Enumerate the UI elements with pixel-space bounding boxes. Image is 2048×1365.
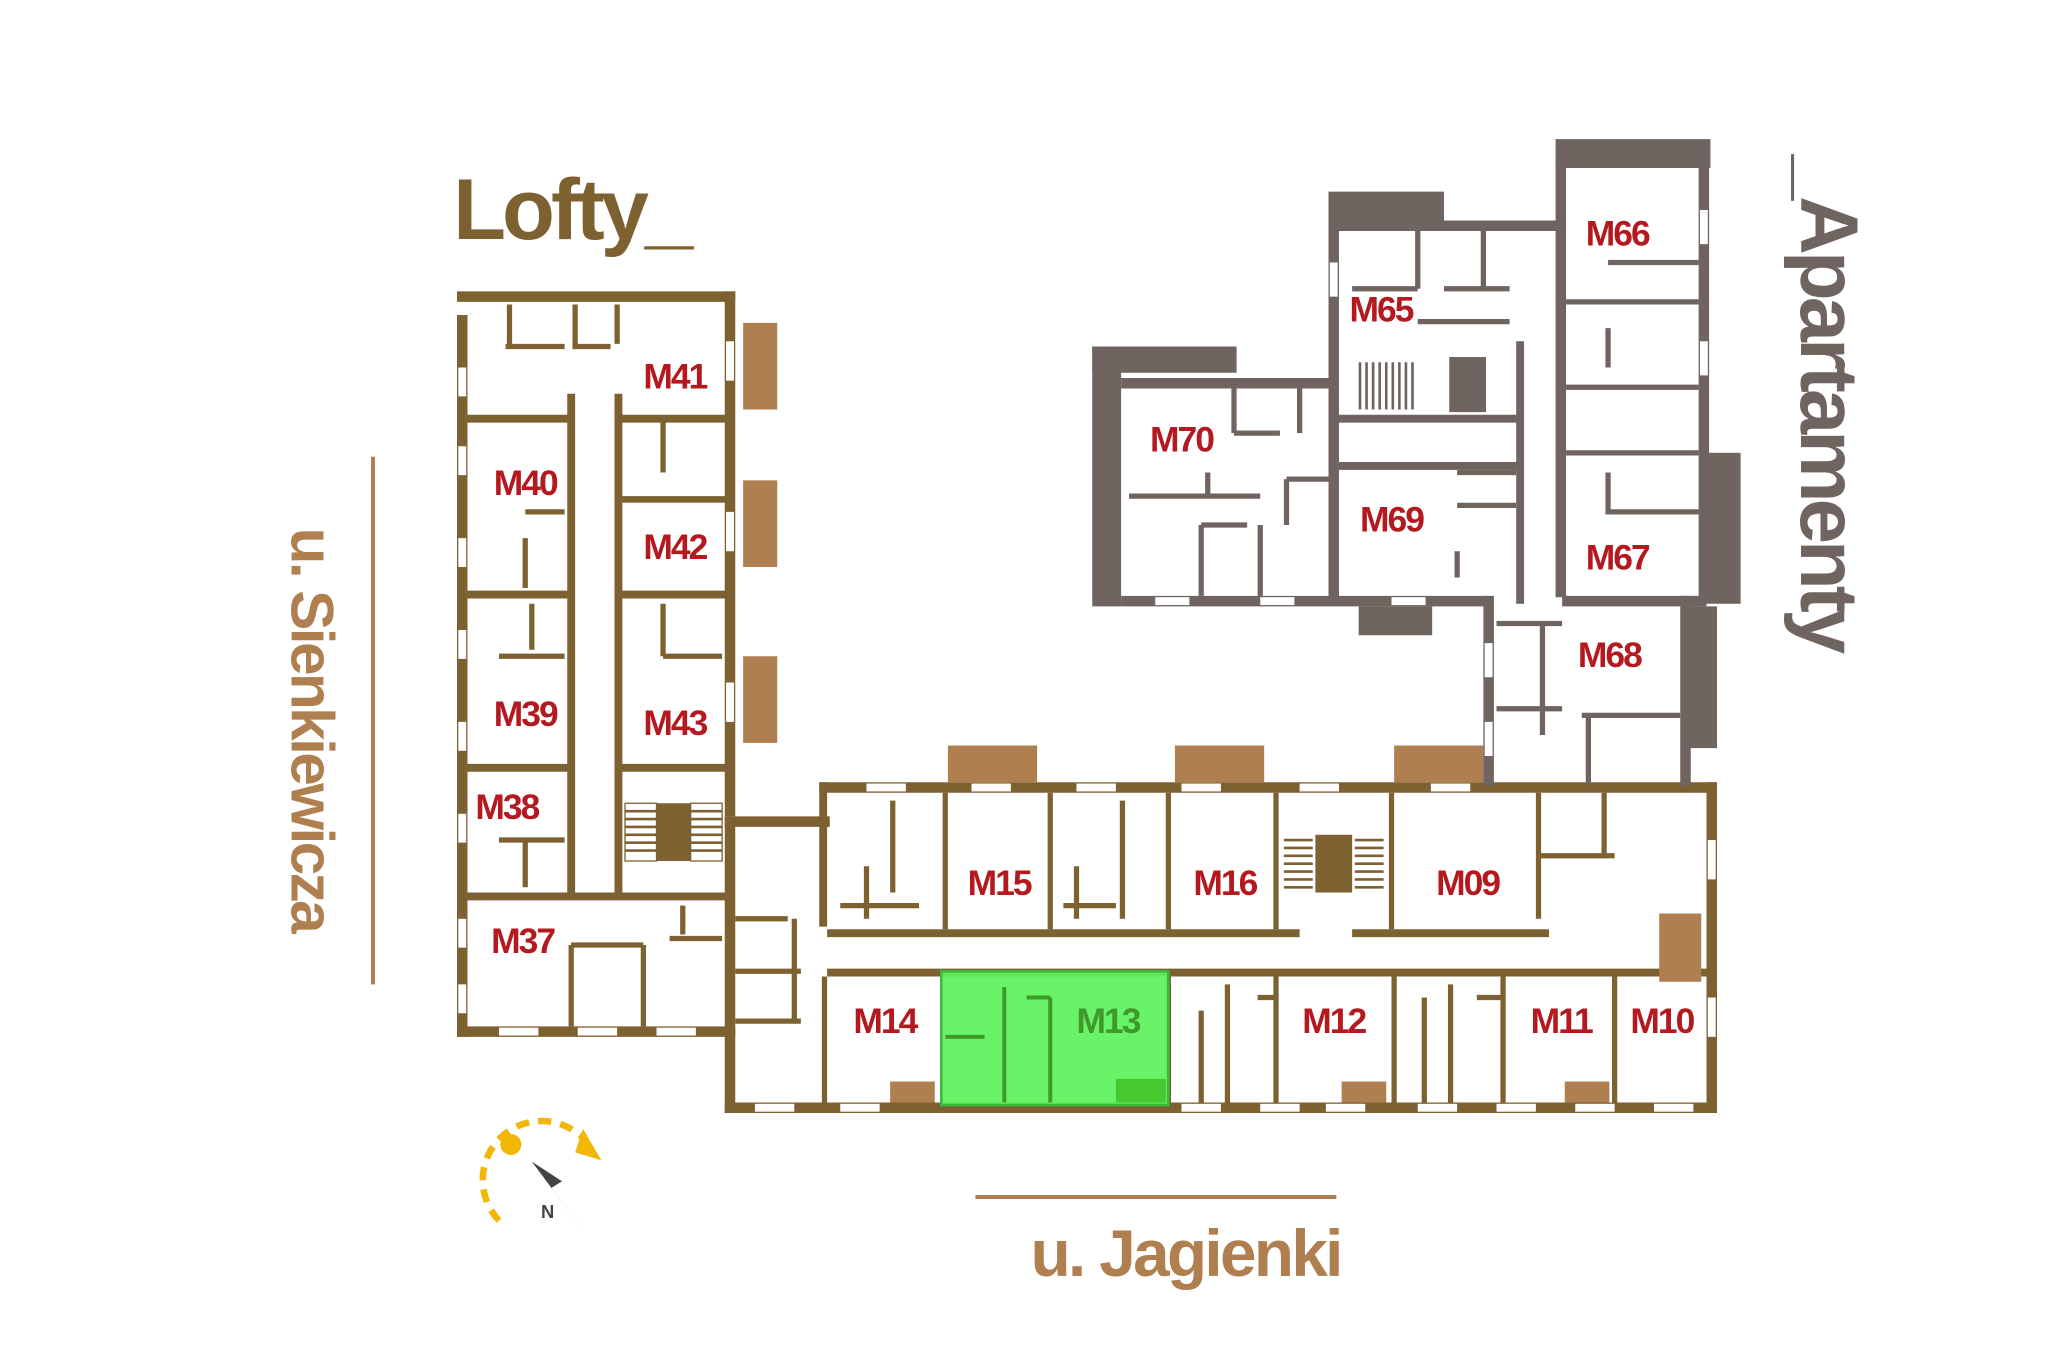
lofts-title: Lofty_: [453, 162, 694, 258]
room-label-m40[interactable]: M40: [494, 463, 560, 503]
balcony: [890, 1081, 935, 1103]
room-label-m70[interactable]: M70: [1150, 420, 1216, 460]
room-label-m15[interactable]: M15: [968, 863, 1034, 903]
room-label-m66[interactable]: M66: [1586, 213, 1652, 253]
room-labels: M41 M40 M42 M39 M43 M38 M37 M15 M16 M09 …: [475, 213, 1696, 1041]
balcony: [947, 745, 1038, 783]
room-label-m11[interactable]: M11: [1531, 1001, 1595, 1041]
room-label-m68[interactable]: M68: [1578, 635, 1644, 675]
room-label-m39[interactable]: M39: [494, 694, 560, 734]
stairs-south: [1283, 834, 1384, 893]
room-label-m67[interactable]: M67: [1586, 538, 1652, 578]
room-label-m37[interactable]: M37: [491, 921, 557, 961]
room-label-m43[interactable]: M43: [643, 703, 709, 743]
room-label-m13[interactable]: M13: [1077, 1001, 1143, 1041]
room-label-m16[interactable]: M16: [1193, 863, 1259, 903]
balcony: [743, 322, 778, 410]
balcony: [743, 656, 778, 743]
room-label-m69[interactable]: M69: [1360, 500, 1426, 540]
balcony: [1341, 1081, 1387, 1103]
balcony: [1659, 913, 1702, 982]
apartments-title: _Apartamenty: [1783, 154, 1874, 654]
street-label-west: u. Sienkiewicza: [279, 528, 347, 935]
balcony: [1174, 745, 1265, 783]
south-building: [724, 745, 1717, 1113]
balcony: [1564, 1081, 1610, 1103]
street-label-south: u. Jagienki: [1031, 1217, 1341, 1290]
balcony: [1394, 745, 1484, 783]
compass-icon: N: [479, 1117, 602, 1234]
balcony: [743, 480, 778, 567]
apartments-building: [1092, 139, 1741, 787]
unit-m13-highlight[interactable]: [940, 969, 1170, 1107]
room-label-m10[interactable]: M10: [1630, 1001, 1696, 1041]
room-label-m42[interactable]: M42: [643, 527, 709, 567]
compass-north-label: N: [541, 1201, 554, 1222]
stairs-lofts: [624, 802, 723, 862]
room-label-m41[interactable]: M41: [643, 357, 709, 397]
stairs-apartments: [1358, 362, 1414, 410]
room-label-m14[interactable]: M14: [853, 1001, 920, 1041]
lofts-building: [457, 291, 778, 1037]
room-label-m65[interactable]: M65: [1350, 290, 1416, 330]
room-label-m38[interactable]: M38: [475, 787, 541, 827]
room-label-m12[interactable]: M12: [1302, 1001, 1368, 1041]
room-label-m09[interactable]: M09: [1436, 863, 1502, 903]
